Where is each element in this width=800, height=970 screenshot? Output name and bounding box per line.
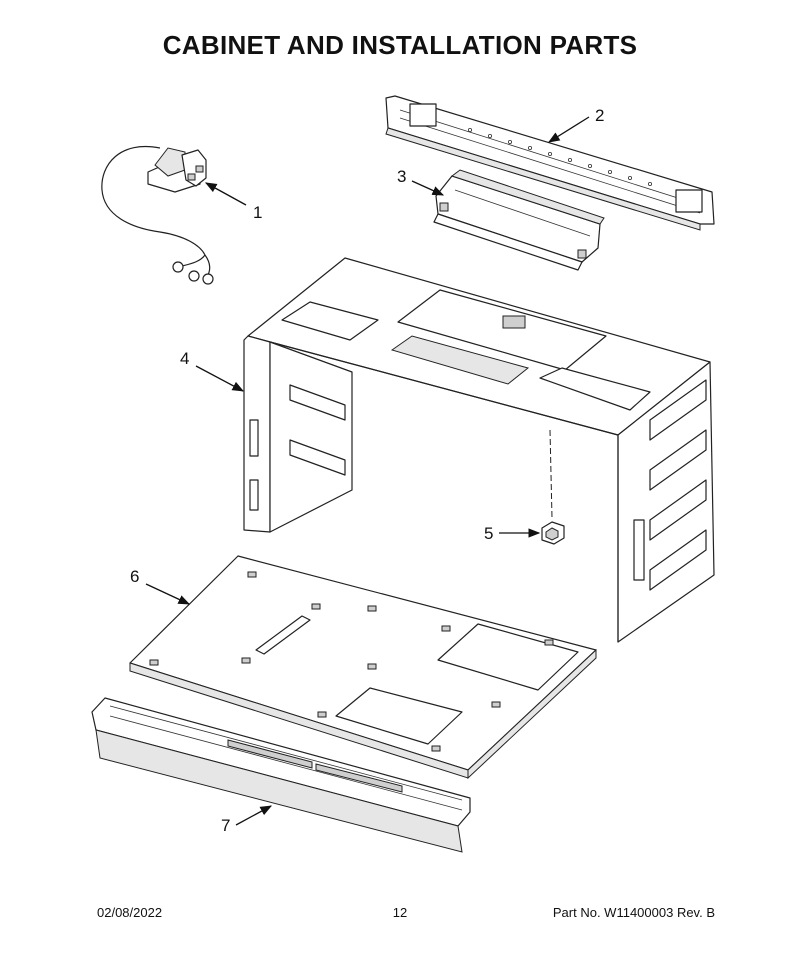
part-7-front-trim — [91, 697, 471, 853]
callout-4: 4 — [180, 349, 245, 392]
assembly-dashed-line — [549, 429, 553, 519]
callout-5: 5 — [484, 524, 541, 543]
part-4-cabinet — [243, 257, 715, 643]
footer-date: 02/08/2022 — [97, 905, 163, 920]
page-title: CABINET AND INSTALLATION PARTS — [162, 30, 638, 60]
callout-3: 3 — [397, 167, 445, 196]
part-1-power-cord — [101, 145, 214, 285]
callout-5-label: 5 — [484, 524, 493, 543]
part-3-vent-assembly — [433, 169, 605, 271]
callout-3-label: 3 — [397, 167, 406, 186]
footer-part-number: Part No. W11400003 Rev. B — [552, 905, 715, 920]
callout-7-label: 7 — [221, 816, 230, 835]
callout-6: 6 — [130, 567, 191, 605]
callout-7: 7 — [221, 805, 273, 835]
footer-page-number: 12 — [392, 905, 408, 920]
callout-2-label: 2 — [595, 106, 604, 125]
callout-1-label: 1 — [253, 203, 262, 222]
callout-1: 1 — [204, 182, 262, 222]
callout-4-label: 4 — [180, 349, 189, 368]
callout-2: 2 — [548, 106, 604, 143]
part-5-clip — [541, 521, 565, 545]
callout-6-label: 6 — [130, 567, 139, 586]
part-6-bottom-plate — [129, 555, 597, 780]
part-2-mounting-rail — [385, 95, 715, 231]
